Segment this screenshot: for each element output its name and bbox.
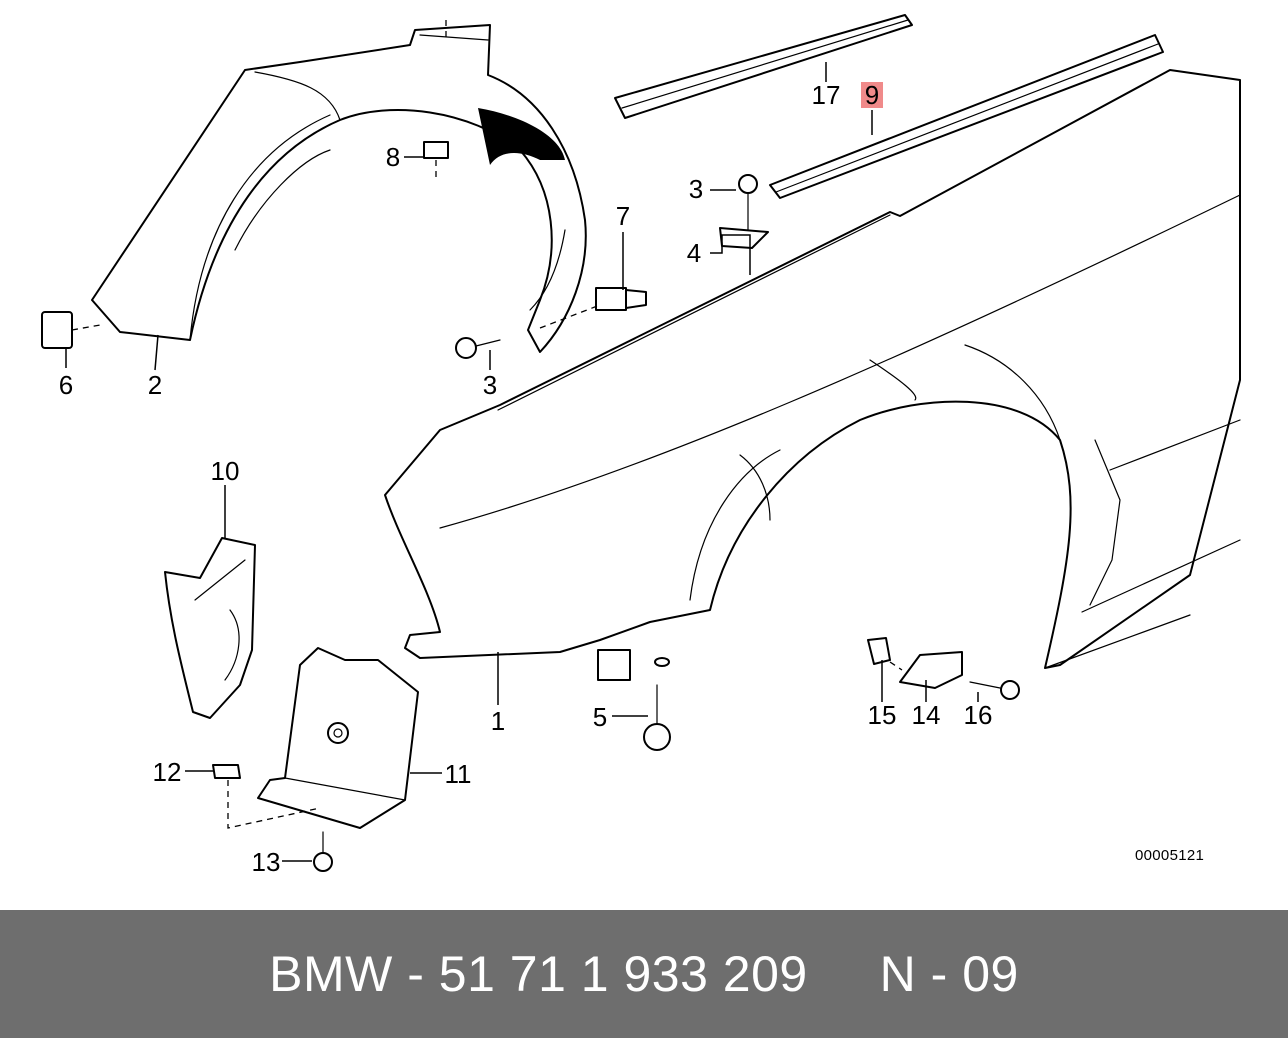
document-code: 00005121 [1135,847,1205,864]
callout-13: 13 [252,847,281,877]
callout-7: 7 [616,201,630,231]
part-trim-strip-17 [614,14,913,119]
callout-9: 9 [865,80,879,110]
callouts: 17 9 8 3 4 7 6 2 3 10 1 5 15 14 16 12 11… [59,80,993,877]
callout-3-lower: 3 [483,370,497,400]
callout-6: 6 [59,370,73,400]
assembly-lines [71,20,903,829]
part-11 [257,647,419,829]
callout-8: 8 [386,142,400,172]
part-trim-strip-9 [769,34,1164,199]
callout-1: 1 [491,706,505,736]
leader-lines [65,62,979,862]
callout-14: 14 [912,700,941,730]
footer-bar: BMW - 51 71 1 933 209 N - 09 [0,910,1288,1038]
callout-17: 17 [812,80,841,110]
fasteners [41,141,1020,872]
callout-5: 5 [593,702,607,732]
callout-12: 12 [153,757,182,787]
callout-16: 16 [964,700,993,730]
part-fender [384,69,1241,681]
part-10 [164,537,256,719]
callout-2: 2 [148,370,162,400]
callout-3-upper: 3 [689,174,703,204]
part-wheel-arch-liner [91,24,587,353]
part-number-caption: BMW - 51 71 1 933 209 N - 09 [269,946,1019,1002]
callout-10: 10 [211,456,240,486]
parts-diagram: 17 9 8 3 4 7 6 2 3 10 1 5 15 14 16 12 11… [41,14,1241,877]
callout-9-highlight [861,82,883,108]
callout-11: 11 [445,759,472,789]
callout-4: 4 [687,238,701,268]
callout-15: 15 [868,700,897,730]
